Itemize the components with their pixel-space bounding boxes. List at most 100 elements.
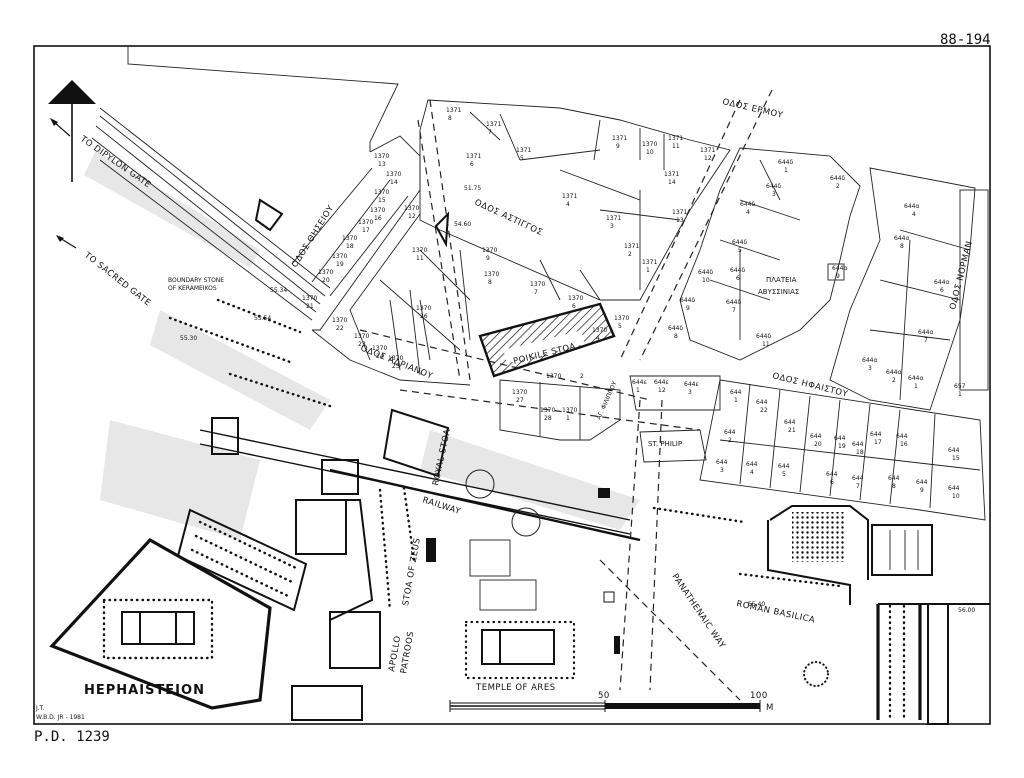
label-boundary-2: OF KERAMEIKOS [168, 285, 217, 292]
elevation-label: 55.54 [254, 315, 271, 322]
parcel-label: 16 [900, 441, 908, 448]
parcel-label: 16 [374, 215, 382, 222]
elevation-label: 51.75 [464, 185, 481, 192]
parcel-label: 12 [658, 387, 666, 394]
roman-basilica-plan [767, 505, 933, 605]
poikile-stoa [478, 302, 616, 378]
scale-mid-label: 50 [598, 691, 610, 701]
parcel-label: 4 [912, 211, 916, 218]
parcel-label: 1370 [568, 295, 583, 302]
parcel-label: 644α [894, 235, 909, 242]
parcel-label: 4 [566, 201, 570, 208]
parcel-label: 8 [892, 483, 896, 490]
parcel-label: 644α [908, 375, 923, 382]
block-southeast [699, 379, 986, 521]
parcel-label: 14 [668, 179, 676, 186]
scale-bar [449, 700, 761, 712]
parcel-label: 20 [814, 441, 822, 448]
street-ifaistou: ΟΔΟΣ ΗΦΑΙΣΤΟΥ [771, 371, 849, 400]
parcel-label: 2 [580, 373, 584, 380]
credit-line-1: J.T. [35, 705, 45, 712]
parcel-label: 644 [948, 485, 960, 492]
parcel-label: 1371 [612, 135, 627, 142]
parcel-label: 1371 [700, 147, 715, 154]
parcel-label: 21 [306, 303, 314, 310]
parcel-label: 4 [596, 335, 600, 342]
parcel-label: 1371 [624, 243, 639, 250]
parcel-label: 644δ [726, 299, 741, 306]
railway [199, 429, 641, 542]
parcel-label: 644 [852, 441, 864, 448]
parcel-label: 1370 [642, 141, 657, 148]
parcel-label: 644ε [632, 379, 647, 386]
parcel-label: 1 [566, 415, 570, 422]
parcel-label: 25 [392, 363, 400, 370]
parcel-label: 9 [486, 255, 490, 262]
parcel-label: 1 [784, 167, 788, 174]
parcel-label: 1371 [664, 171, 679, 178]
parcel-label: 6 [470, 161, 474, 168]
parcel-label: 6 [572, 303, 576, 310]
parcel-label: 1371 [606, 215, 621, 222]
parcel-label: 1370 [562, 407, 577, 414]
parcel-label: 28 [544, 415, 552, 422]
parcel-label: 644 [870, 431, 882, 438]
parcel-label: 644δ [766, 183, 781, 190]
parcel-label: 1371 [668, 135, 683, 142]
parcel-label: 18 [346, 243, 354, 250]
stoa-zeus [295, 486, 436, 669]
parcel-label: 644 [852, 475, 864, 482]
parcel-label: 6 [736, 275, 740, 282]
parcel-label: 7 [732, 307, 736, 314]
parcel-label: 27 [516, 397, 524, 404]
parcel-label: 1370 [416, 305, 431, 312]
parcel-label: 644δ [698, 269, 713, 276]
nw-stoa-building [176, 508, 308, 612]
parcel-label: 5 [618, 323, 622, 330]
parcel-label: 11 [762, 341, 770, 348]
parcel-label: 8 [448, 115, 452, 122]
parcel-label: 644α [886, 369, 901, 376]
parcel-label: 644α [832, 265, 847, 272]
parcel-label: 657 [954, 383, 966, 390]
platia-line-2: ΑΒΥΣΣΙΝΙΑΣ [758, 288, 799, 296]
parcel-label: 644α [934, 279, 949, 286]
parcel-label: 644δ [668, 325, 683, 332]
parcel-label: 21 [788, 427, 796, 434]
parcel-label: 1 [914, 383, 918, 390]
parcel-label: 644 [834, 435, 846, 442]
parcel-label: 644α [904, 203, 919, 210]
parcel-label: 18 [856, 449, 864, 456]
parcel-label: 644δ [830, 175, 845, 182]
parcel-label: 644 [716, 459, 728, 466]
parcel-label: 15 [952, 455, 960, 462]
parcel-label: 24 [376, 353, 384, 360]
parcel-label: 1371 [642, 259, 657, 266]
parcel-label: 1 [734, 397, 738, 404]
parcel-label: 1370 [540, 407, 555, 414]
parcel-label: 1370 [342, 235, 357, 242]
street-ermou: ΟΔΟΣ ΕΡΜΟΥ [721, 97, 784, 121]
elevation-label: 55.40 [748, 601, 765, 608]
parcel-label: 15 [378, 197, 386, 204]
parcel-label: 3 [610, 223, 614, 230]
label-st-philip: ST. PHILIP [648, 440, 682, 448]
parcel-label: 9 [686, 305, 690, 312]
hephaisteion-plan [49, 537, 272, 710]
parcel-label: 2 [628, 251, 632, 258]
elevation-label: 55.34 [270, 287, 287, 294]
parcel-label: 7 [488, 129, 492, 136]
parcel-label: 8 [900, 243, 904, 250]
parcel-label: 644 [730, 389, 742, 396]
parcel-label: 9 [616, 143, 620, 150]
parcel-label: 3 [772, 191, 776, 198]
parcel-label: 1371 [672, 209, 687, 216]
parcel-label: 1370 [546, 373, 561, 380]
label-boundary-1: BOUNDARY STONE [168, 277, 224, 284]
parcel-label: 1 [636, 387, 640, 394]
parcel-label: 1370 [318, 269, 333, 276]
parcel-label: 3 [688, 389, 692, 396]
parcel-label: 9 [836, 273, 840, 280]
parcel-label: 19 [336, 261, 344, 268]
